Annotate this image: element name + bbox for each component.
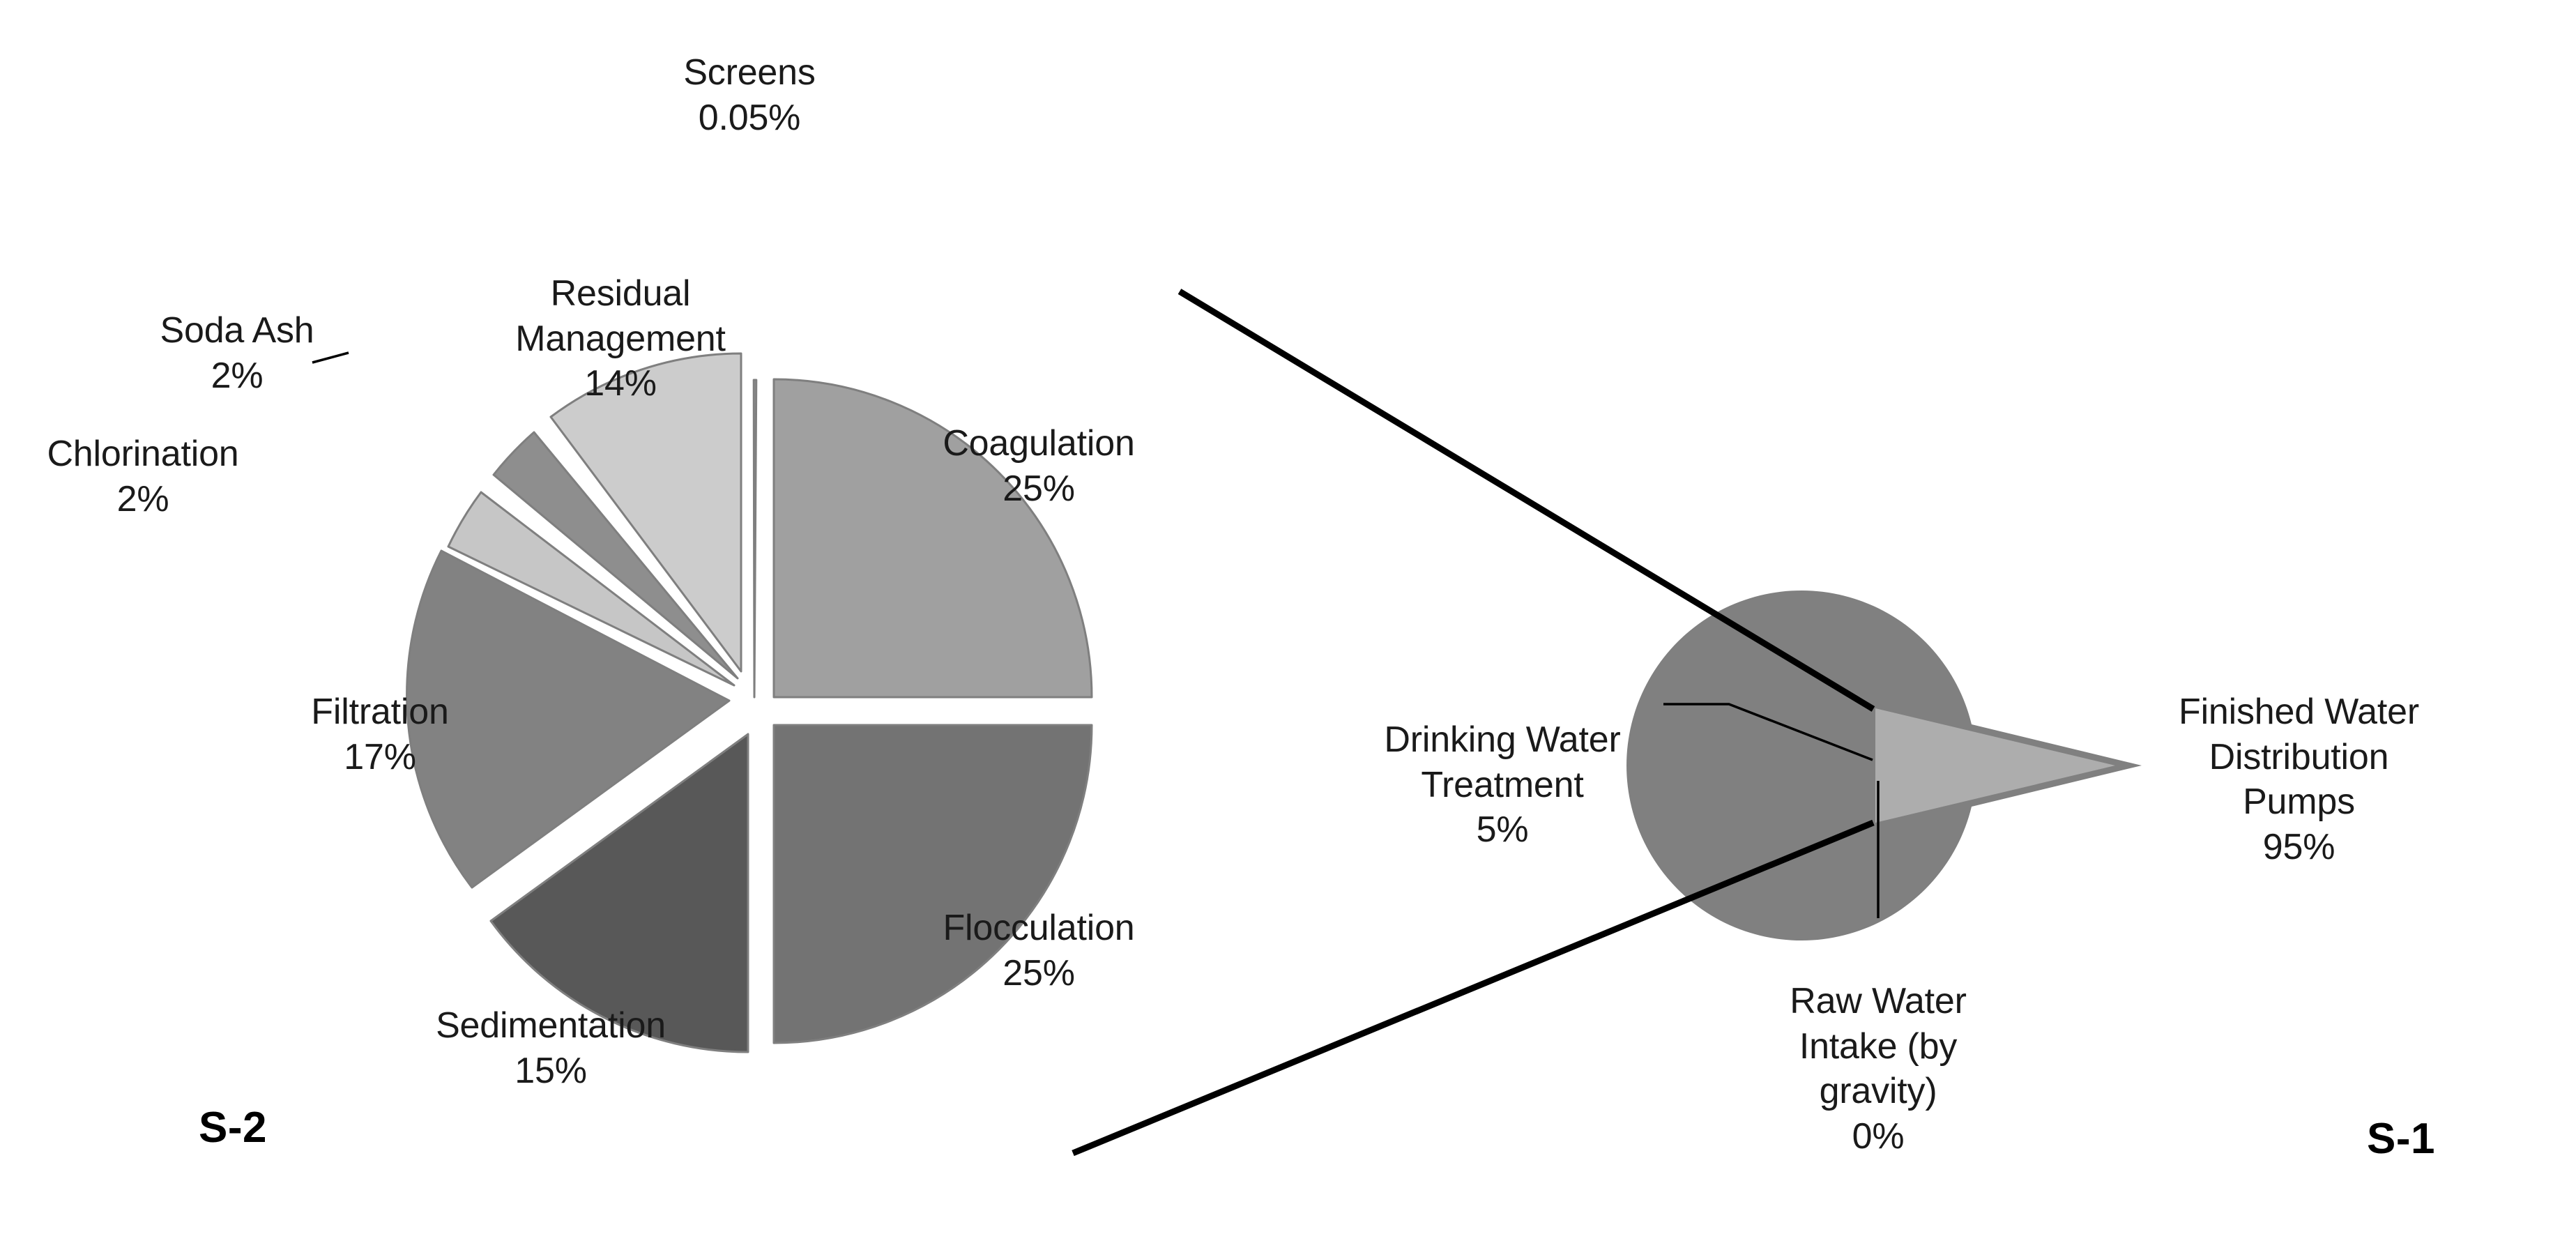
- label-flocculation-pct: 25%: [1003, 952, 1075, 993]
- label-drinking-water-treatment: Drinking Water Treatment 5%: [1346, 673, 1659, 897]
- label-finished-water-pumps-pct: 95%: [2262, 826, 2335, 867]
- label-raw-water-intake-name: Raw Water Intake (by gravity): [1790, 981, 1967, 1112]
- label-chlorination-pct: 2%: [116, 478, 169, 519]
- label-screens-pct: 0.05%: [698, 97, 801, 138]
- right-pie-group: [1626, 591, 2142, 940]
- label-chlorination-name: Chlorination: [47, 434, 239, 475]
- label-sedimentation-pct: 15%: [515, 1050, 587, 1091]
- label-flocculation: Flocculation 25%: [892, 861, 1185, 1041]
- slice-filtration[interactable]: [406, 549, 731, 889]
- label-drinking-water-treatment-pct: 5%: [1476, 809, 1529, 851]
- left-pie-group: [406, 352, 1093, 1053]
- label-residual-management: Residual Management 14%: [481, 227, 760, 451]
- series-label-s2: S-2: [199, 1104, 267, 1152]
- label-soda-ash: Soda Ash 2%: [122, 264, 352, 443]
- callout-connectors: [312, 289, 1880, 1157]
- label-drinking-water-treatment-name: Drinking Water Treatment: [1384, 719, 1621, 805]
- label-raw-water-intake: Raw Water Intake (by gravity) 0%: [1760, 934, 1997, 1204]
- label-residual-management-name: Residual Management: [515, 273, 726, 359]
- label-filtration-pct: 17%: [344, 736, 416, 777]
- slice-flocculation[interactable]: [772, 724, 1093, 1044]
- label-screens: Screens 0.05%: [610, 6, 889, 185]
- label-chlorination: Chlorination 2%: [7, 387, 279, 567]
- label-coagulation-pct: 25%: [1003, 468, 1075, 509]
- slice-sedimentation[interactable]: [489, 733, 749, 1053]
- callout-line-lower: [1072, 819, 1875, 1157]
- slice-screens[interactable]: [752, 379, 758, 699]
- label-screens-name: Screens: [683, 52, 816, 93]
- slice-coagulation[interactable]: [772, 378, 1093, 699]
- slice-soda-ash[interactable]: [492, 431, 739, 680]
- label-flocculation-name: Flocculation: [943, 908, 1135, 949]
- label-filtration: Filtration 17%: [241, 645, 519, 825]
- label-soda-ash-pct: 2%: [211, 355, 264, 396]
- label-sedimentation: Sedimentation 15%: [394, 959, 708, 1138]
- label-finished-water-pumps-name: Finished Water Distribution Pumps: [2179, 692, 2419, 823]
- label-coagulation-name: Coagulation: [943, 423, 1135, 464]
- slice-drinking-water-treatment[interactable]: [1875, 708, 2115, 823]
- leader-soda-ash: [312, 351, 349, 364]
- slice-residual-management[interactable]: [549, 352, 742, 673]
- label-raw-water-intake-pct: 0%: [1852, 1115, 1905, 1157]
- leader-drinking-water-treatment: [1663, 703, 1873, 761]
- label-filtration-name: Filtration: [311, 692, 449, 733]
- callout-line-upper: [1178, 289, 1875, 712]
- slice-chlorination[interactable]: [447, 491, 736, 687]
- series-label-s1: S-1: [2367, 1115, 2435, 1163]
- label-residual-management-pct: 14%: [584, 363, 657, 404]
- label-finished-water-pumps: Finished Water Distribution Pumps 95%: [2140, 645, 2457, 915]
- label-soda-ash-name: Soda Ash: [160, 310, 314, 351]
- label-coagulation: Coagulation 25%: [889, 376, 1189, 556]
- label-sedimentation-name: Sedimentation: [436, 1005, 666, 1046]
